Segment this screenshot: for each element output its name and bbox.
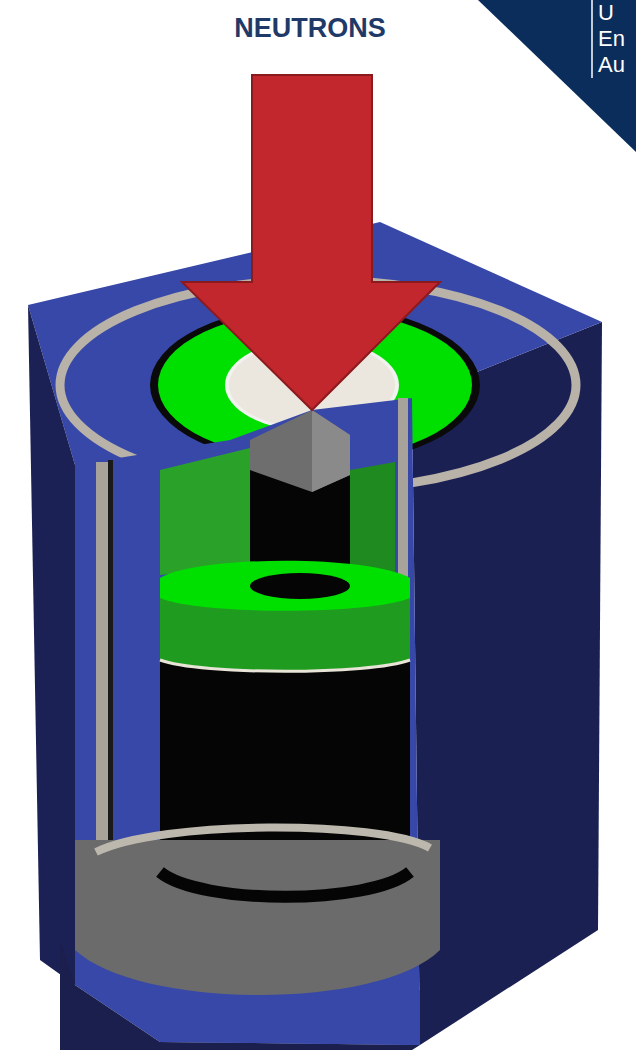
logo-corner xyxy=(478,0,636,152)
band-edge xyxy=(160,660,410,671)
bottom-bowl xyxy=(75,840,440,995)
beam-label: NEUTRONS xyxy=(190,12,430,44)
green-band-hole xyxy=(250,573,350,599)
green-band-top xyxy=(160,561,410,611)
logo-divider xyxy=(591,0,593,78)
logo-text: En xyxy=(598,26,636,52)
logo-text: U xyxy=(598,0,636,26)
green-cut-left xyxy=(160,448,250,575)
block-left-face xyxy=(28,305,75,985)
metal-wedge-light xyxy=(312,410,350,492)
metal-wedge xyxy=(250,410,350,492)
green-cut-right xyxy=(350,462,395,575)
base-front xyxy=(160,990,420,1045)
bowl-inner xyxy=(160,872,410,897)
neutron-arrow xyxy=(182,75,440,410)
outer-gap xyxy=(108,460,113,872)
bowl-rim xyxy=(96,827,430,852)
logo-text: Au xyxy=(598,52,636,78)
outer-wall xyxy=(96,462,108,872)
